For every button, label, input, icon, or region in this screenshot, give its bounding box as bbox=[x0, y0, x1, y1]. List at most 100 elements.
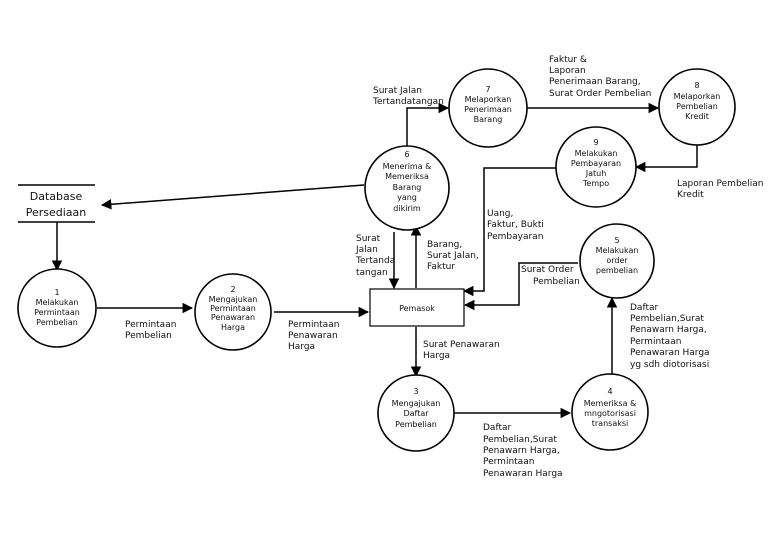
process-8-number: 8 bbox=[694, 81, 699, 90]
flow-label-f4-line-5: Penawaran Harga bbox=[483, 469, 563, 479]
flow-label-f1-line-2: Pembelian bbox=[125, 331, 172, 341]
flow-label-surat-penawaran-harga: Surat Penawaran Harga bbox=[423, 340, 500, 361]
process-2-line-1: Mengajukan bbox=[209, 295, 258, 304]
flow-label-barang-surat-jalan-faktur: Barang, Surat Jalan, Faktur bbox=[427, 240, 479, 272]
process-3-number: 3 bbox=[413, 387, 418, 396]
flow-label-f5-line-3: Penawarn Harga, bbox=[630, 325, 707, 335]
process-6-line-4: yang bbox=[397, 193, 417, 202]
flow-p6-to-p7 bbox=[406, 102, 450, 148]
process-4: 4 Memeriksa & mngotorisasi transaksi bbox=[571, 373, 649, 451]
flow-label-f8-line-3: Tertanda bbox=[355, 256, 395, 266]
process-4-line-1: Memeriksa & bbox=[584, 399, 637, 408]
process-2-line-4: Harga bbox=[221, 323, 245, 332]
process-9: 9 Melakukan Pembayaran Jatuh Tempo bbox=[555, 126, 637, 208]
process-4-circle bbox=[571, 373, 649, 451]
process-3: 3 Mengajukan Daftar Pembelian bbox=[377, 374, 455, 452]
flow-label-daftar-pembelian-diotorisasi: Daftar Pembelian,Surat Penawarn Harga, P… bbox=[630, 303, 710, 370]
flow-label-f4-line-2: Pembelian,Surat bbox=[483, 435, 557, 445]
process-2-circle bbox=[194, 273, 272, 351]
process-3-line-1: Mengajukan bbox=[392, 399, 441, 408]
process-9-line-4: Tempo bbox=[582, 179, 609, 188]
flows bbox=[51, 102, 698, 419]
process-4-number: 4 bbox=[607, 387, 612, 396]
entity-pemasok: Pemasok bbox=[369, 288, 465, 327]
flow-label-f5-line-6: yg sdh diotorisasi bbox=[630, 360, 709, 370]
flow-label-f4-line-1: Daftar bbox=[483, 423, 511, 433]
flow-label-f2-line-3: Harga bbox=[288, 342, 315, 352]
process-8: 8 Melaporkan Pembelian Kredit bbox=[658, 68, 736, 146]
flow-label-permintaan-pembelian: Permintaan Pembelian bbox=[125, 320, 176, 341]
process-6: 6 Menerima & Memeriksa Barang yang dikir… bbox=[364, 145, 450, 231]
flow-label-f9-line-1: Surat Jalan bbox=[373, 86, 422, 96]
process-5-line-1: Melakukan bbox=[596, 246, 639, 255]
flow-label-f10-line-4: Surat Order Pembelian bbox=[549, 89, 651, 99]
flow-label-f8-line-1: Surat bbox=[356, 234, 381, 244]
process-1-line-1: Melakukan bbox=[36, 298, 79, 307]
process-9-line-2: Pembayaran bbox=[571, 159, 621, 168]
flow-label-f11-line-1: Laporan Pembelian bbox=[677, 179, 763, 189]
process-3-circle bbox=[377, 374, 455, 452]
flow-label-daftar-pembelian: Daftar Pembelian,Surat Penawarn Harga, P… bbox=[483, 423, 563, 479]
flow-p5-to-pemasok bbox=[463, 262, 578, 311]
process-9-line-3: Jatuh bbox=[585, 169, 607, 178]
flow-label-f12-line-3: Pembayaran bbox=[487, 232, 543, 242]
flow-label-f1-line-1: Permintaan bbox=[125, 320, 176, 330]
flow-p9-to-pemasok bbox=[462, 167, 557, 297]
flow-label-f3-line-1: Surat Penawaran bbox=[423, 340, 500, 350]
flow-label-f10-line-3: Penerimaan Barang, bbox=[549, 77, 641, 87]
process-5: 5 Melakukan order pembelian bbox=[579, 223, 655, 299]
process-7-line-3: Barang bbox=[474, 115, 503, 124]
flow-label-f11-line-2: Kredit bbox=[677, 190, 704, 200]
flow-p8-to-p9 bbox=[634, 145, 698, 173]
process-6-line-3: Barang bbox=[393, 183, 422, 192]
process-2-line-3: Penawaran bbox=[211, 313, 255, 322]
process-6-line-2: Memeriksa bbox=[385, 172, 429, 181]
flow-label-f5-line-2: Pembelian,Surat bbox=[630, 314, 704, 324]
flow-label-f4-line-4: Permintaan bbox=[483, 457, 534, 467]
process-7-line-2: Penerimaan bbox=[464, 105, 512, 114]
process-9-number: 9 bbox=[593, 138, 598, 147]
process-1-line-2: Permintaan bbox=[34, 308, 80, 317]
process-6-line-1: Menerima & bbox=[383, 162, 432, 171]
entity-label: Pemasok bbox=[399, 304, 435, 313]
flow-label-surat-jalan-tertanda-tangan: Surat Jalan Tertanda tangan bbox=[355, 234, 395, 278]
flow-label-f10-line-2: Laporan bbox=[549, 66, 586, 76]
flow-label-f7-line-2: Surat Jalan, bbox=[427, 251, 479, 261]
flow-label-laporan-pembelian-kredit: Laporan Pembelian Kredit bbox=[677, 179, 763, 200]
flow-label-f7-line-1: Barang, bbox=[427, 240, 462, 250]
process-7-line-1: Melaporkan bbox=[465, 95, 512, 104]
flow-label-f5-line-1: Daftar bbox=[630, 303, 658, 313]
process-3-line-2: Daftar bbox=[403, 409, 429, 418]
process-1-circle bbox=[17, 268, 97, 348]
datastore-label-1: Database bbox=[30, 190, 83, 203]
process-6-line-5: dikirim bbox=[393, 204, 421, 213]
flow-label-f8-line-4: tangan bbox=[356, 268, 388, 278]
process-5-number: 5 bbox=[614, 236, 619, 245]
flow-label-f9-line-2: Tertandatangan bbox=[372, 97, 444, 107]
entity-box bbox=[369, 288, 465, 327]
process-3-line-3: Pembelian bbox=[395, 420, 437, 429]
process-5-circle bbox=[579, 223, 655, 299]
flow-label-f8-line-2: Jalan bbox=[355, 245, 378, 255]
flow-label-faktur-laporan: Faktur & Laporan Penerimaan Barang, Sura… bbox=[549, 55, 651, 99]
flow-label-f12-line-1: Uang, bbox=[487, 209, 513, 219]
flow-label-f3-line-2: Harga bbox=[423, 351, 450, 361]
datastore-database-persediaan: Database Persediaan bbox=[18, 184, 95, 223]
process-4-line-3: transaksi bbox=[592, 419, 629, 428]
process-7: 7 Melaporkan Penerimaan Barang bbox=[448, 68, 528, 148]
flow-label-f5-line-4: Permintaan bbox=[630, 337, 681, 347]
flow-label-f12-line-2: Faktur, Bukti bbox=[487, 220, 544, 230]
flow-label-f7-line-3: Faktur bbox=[427, 262, 455, 272]
flow-label-surat-jalan-tertandatangan: Surat Jalan Tertandatangan bbox=[372, 86, 444, 107]
flow-label-f2-line-2: Penawaran bbox=[288, 331, 338, 341]
flow-label-f4-line-3: Penawarn Harga, bbox=[483, 446, 560, 456]
process-7-circle bbox=[448, 68, 528, 148]
process-5-line-3: pembelian bbox=[596, 266, 638, 275]
process-6-number: 6 bbox=[404, 150, 409, 159]
process-4-line-2: mngotorisasi bbox=[584, 409, 636, 418]
process-5-line-2: order bbox=[606, 256, 628, 265]
process-9-line-1: Melakukan bbox=[575, 149, 618, 158]
process-8-line-3: Kredit bbox=[685, 112, 709, 121]
process-6-circle bbox=[364, 145, 450, 231]
